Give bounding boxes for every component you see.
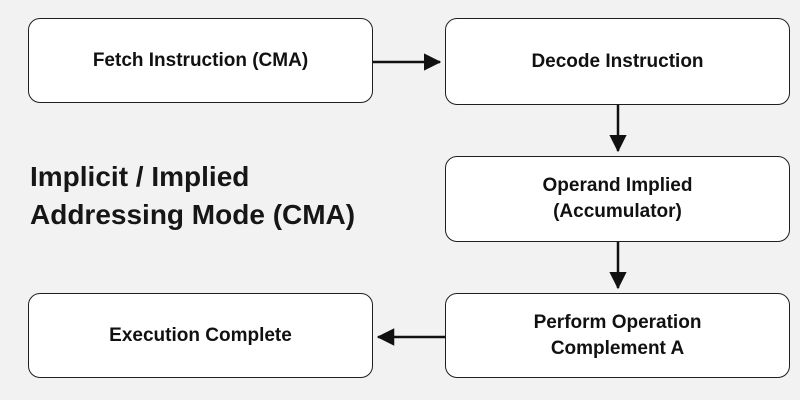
- node-execute-label: Execution Complete: [109, 324, 292, 346]
- node-perform-label-line1: Perform Operation: [533, 311, 702, 333]
- node-operand-label-line2: (Accumulator): [553, 201, 682, 222]
- diagram-title: Implicit / Implied Addressing Mode (CMA): [30, 158, 355, 234]
- node-operand-label-line1: Operand Implied: [542, 175, 693, 197]
- node-operand-implied: Operand Implied (Accumulator): [445, 156, 790, 242]
- diagram-title-line1: Implicit / Implied: [30, 161, 250, 192]
- node-fetch-instruction: Fetch Instruction (CMA): [28, 18, 373, 103]
- diagram-title-line2: Addressing Mode (CMA): [30, 199, 356, 230]
- node-execution-complete: Execution Complete: [28, 293, 373, 378]
- node-decode-label: Decode Instruction: [531, 50, 704, 72]
- node-decode-instruction: Decode Instruction: [445, 18, 790, 105]
- node-fetch-label: Fetch Instruction (CMA): [92, 49, 309, 71]
- node-perform-operation: Perform Operation Complement A: [445, 293, 790, 378]
- node-perform-label-line2: Complement A: [550, 337, 685, 359]
